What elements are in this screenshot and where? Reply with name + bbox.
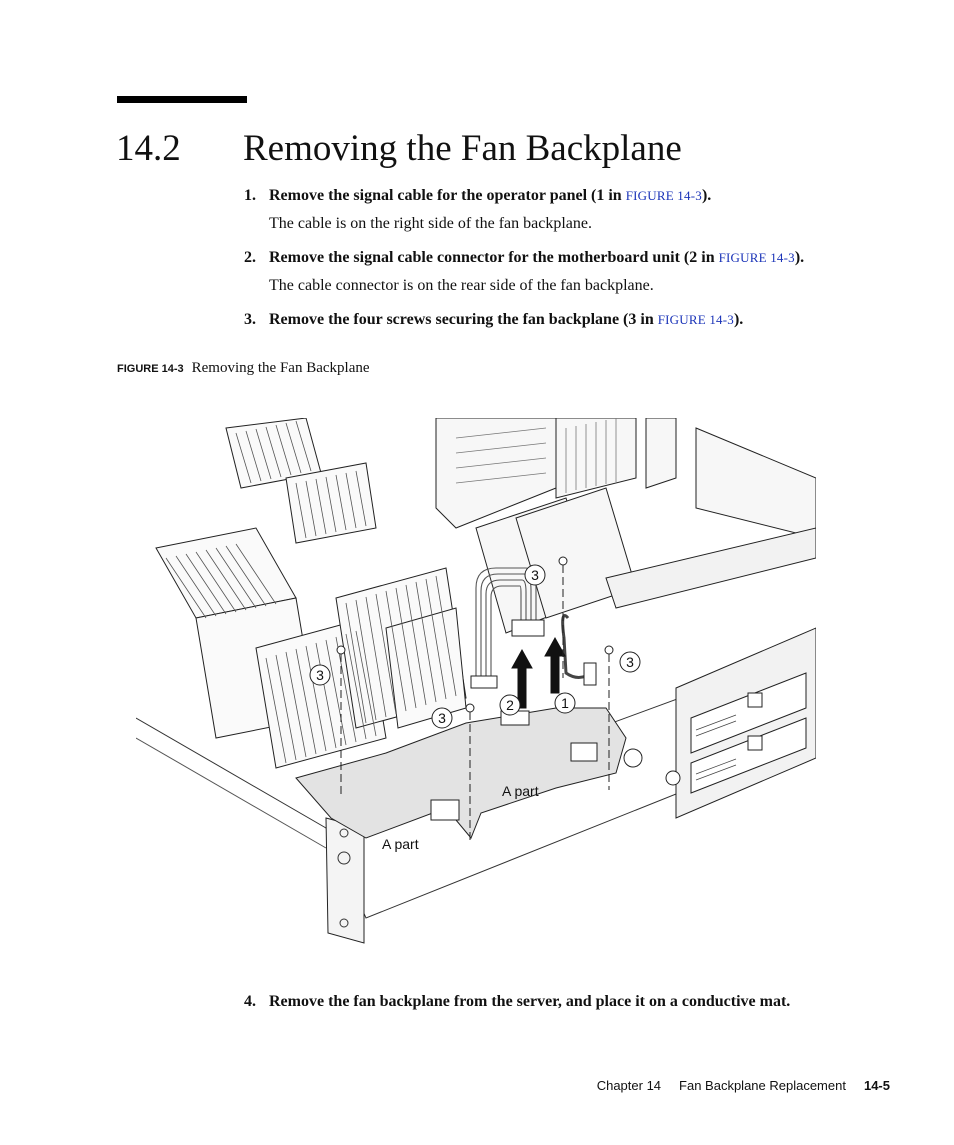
callout-2: 2	[499, 694, 521, 716]
figure-link[interactable]: Figure 14-3	[657, 312, 734, 327]
footer-title: Fan Backplane Replacement	[679, 1078, 846, 1093]
section-rule	[117, 96, 247, 103]
step-4: 4. Remove the fan backplane from the serv…	[244, 991, 790, 1013]
figure-link[interactable]: Figure 14-3	[718, 250, 795, 265]
footer-chapter: Chapter 14	[596, 1078, 662, 1093]
figure-caption-text: Removing the Fan Backplane	[191, 360, 370, 376]
page-footer: Chapter 14 Fan Backplane Replacement 14-5	[597, 1078, 890, 1093]
callout-1: 1	[554, 692, 576, 714]
connector-left	[430, 799, 460, 821]
step-2: 2. Remove the signal cable connector for …	[244, 247, 804, 269]
step-number: 1.	[244, 187, 256, 204]
figure-caption: FIGURE 14-3 Removing the Fan Backplane	[117, 358, 370, 379]
step-number: 4.	[244, 993, 256, 1010]
section-title: Removing the Fan Backplane	[243, 128, 682, 169]
callout-3-topleft: 3	[309, 664, 331, 686]
svg-text:3: 3	[316, 667, 324, 683]
svg-text:2: 2	[506, 697, 514, 713]
svg-text:3: 3	[438, 710, 446, 726]
a-part-label: A part	[382, 836, 419, 852]
callout-3-right: 3	[619, 651, 641, 673]
callout-3-bottom: 3	[431, 707, 453, 729]
step-text: Remove the four screws securing the fan …	[269, 311, 658, 328]
fan-backplane-illustration: 3 3 3 3 2 1 A part A part	[136, 418, 816, 944]
heatsink-fins	[165, 420, 457, 764]
screws	[336, 556, 614, 843]
step-text: Remove the fan backplane from the server…	[269, 993, 791, 1010]
step-3: 3. Remove the four screws securing the fa…	[244, 309, 743, 331]
removal-arrow	[544, 636, 566, 694]
step-1-note: The cable is on the right side of the fa…	[269, 215, 592, 232]
section-number: 14.2	[116, 128, 181, 169]
svg-text:1: 1	[561, 695, 569, 711]
connector-right	[570, 742, 598, 762]
step-text: Remove the signal cable for the operator…	[269, 187, 626, 204]
svg-text:3: 3	[626, 654, 634, 670]
step-text-end: ).	[733, 311, 744, 328]
step-text-end: ).	[794, 249, 805, 266]
figure-link[interactable]: Figure 14-3	[625, 188, 702, 203]
fan-backplane-board	[295, 707, 627, 839]
drive-bay	[605, 527, 816, 819]
removal-arrow	[511, 648, 533, 709]
figure-label: FIGURE 14-3	[117, 363, 184, 375]
a-part-label: A part	[502, 783, 539, 799]
page-number: 14-5	[863, 1078, 890, 1093]
step-number: 3.	[244, 311, 256, 328]
step-text-end: ).	[701, 187, 712, 204]
step-2-note: The cable connector is on the rear side …	[269, 277, 654, 294]
callout-3-top: 3	[524, 564, 546, 586]
svg-text:3: 3	[531, 567, 539, 583]
step-text: Remove the signal cable connector for th…	[269, 249, 719, 266]
step-number: 2.	[244, 249, 256, 266]
step-1: 1. Remove the signal cable for the operat…	[244, 185, 711, 207]
